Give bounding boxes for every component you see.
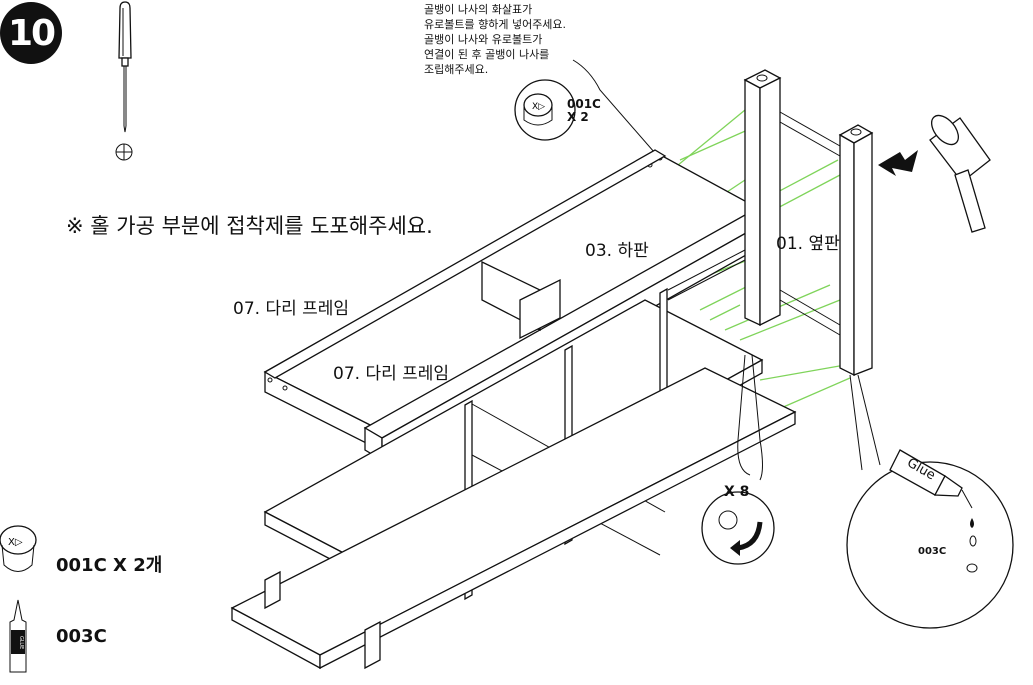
callout-line: 연결이 된 후 골뱅이 나사를 [424, 48, 550, 61]
callout-part: 001C X 2 [567, 98, 601, 124]
label-leg-frame-front: 07. 다리 프레임 [333, 364, 450, 384]
cam-lock-callout: X▷ [514, 59, 669, 169]
parts-list-item-glue: 003C [56, 626, 107, 647]
phillips-screwdriver-icon [115, 1, 133, 161]
glue-callout [846, 374, 1014, 629]
rotate-qty: X 8 [724, 484, 750, 500]
glue-instruction-note: ※ 홀 가공 부분에 접착제를 도포해주세요. [66, 214, 433, 238]
step-number-badge: 10 [0, 2, 62, 64]
label-bottom-panel: 03. 하판 [585, 241, 649, 261]
base-board-part [230, 367, 797, 670]
callout-instructions: 골뱅이 나사의 화살표가 유로볼트를 향하게 넣어주세요. 골뱅이 나사와 유로… [424, 2, 566, 77]
glue-tube-icon [9, 599, 27, 673]
svg-text:X▷: X▷ [532, 102, 545, 112]
callout-line: 유로볼트를 향하게 넣어주세요. [424, 18, 567, 31]
parts-list-item-cam-lock: 001C X 2개 [56, 555, 163, 576]
cam-lock-icon: X▷ [0, 525, 37, 572]
label-leg-frame-back: 07. 다리 프레임 [233, 299, 350, 319]
glue-tube-label: GLUE [18, 636, 24, 650]
callout-part-qty: X 2 [567, 110, 589, 124]
side-panel-part [667, 69, 874, 377]
callout-line: 골뱅이 나사의 화살표가 [424, 3, 533, 16]
label-side-panel: 01. 옆판 [776, 234, 840, 254]
callout-line: 골뱅이 나사와 유로볼트가 [424, 33, 543, 46]
rubber-mallet-icon [878, 114, 991, 233]
callout-line: 조립해주세요. [424, 63, 489, 76]
callout-part-code: 001C [567, 97, 601, 111]
glue-code: 003C [918, 546, 947, 557]
svg-text:X▷: X▷ [8, 537, 23, 548]
rotate-callout [701, 354, 775, 565]
leg-frame-back-part [263, 149, 667, 379]
step-number: 10 [7, 12, 56, 54]
